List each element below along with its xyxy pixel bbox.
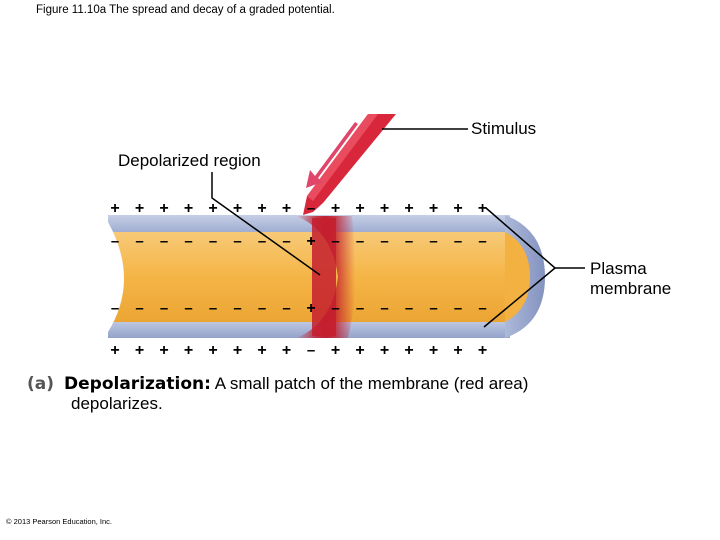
plasma-membrane-label: Plasma membrane	[590, 259, 672, 299]
positive-charge: +	[429, 200, 438, 217]
positive-charge: +	[184, 200, 193, 217]
positive-charge: +	[208, 200, 217, 217]
positive-charge: +	[478, 342, 487, 359]
negative-charge: –	[380, 233, 388, 250]
positive-charge: +	[380, 200, 389, 217]
positive-charge: +	[429, 342, 438, 359]
panel-letter: (a)	[27, 374, 55, 394]
negative-charge: –	[307, 200, 315, 217]
negative-charge: –	[184, 300, 192, 317]
charges-top-inner: ––––––––+–––––––	[111, 233, 487, 250]
caption-text-line2: depolarizes.	[71, 394, 163, 414]
positive-charge: +	[159, 342, 168, 359]
positive-charge: +	[233, 342, 242, 359]
negative-charge: –	[478, 300, 486, 317]
tube-left-opening	[100, 222, 124, 332]
negative-charge: –	[160, 300, 168, 317]
negative-charge: –	[478, 233, 486, 250]
positive-charge: +	[208, 342, 217, 359]
positive-charge: +	[110, 200, 119, 217]
positive-charge: +	[184, 342, 193, 359]
charges-bottom-inner: ––––––––+–––––––	[111, 300, 487, 317]
negative-charge: –	[405, 233, 413, 250]
axoplasm	[108, 232, 514, 322]
negative-charge: –	[331, 300, 339, 317]
negative-charge: –	[233, 233, 241, 250]
charges-top-outer: ++++++++–+++++++	[110, 200, 487, 217]
negative-charge: –	[356, 233, 364, 250]
charges-bottom-outer: ++++++++–+++++++	[110, 342, 487, 359]
depol-leader-line	[211, 172, 321, 276]
negative-charge: –	[454, 233, 462, 250]
positive-charge: +	[404, 342, 413, 359]
positive-charge: +	[135, 342, 144, 359]
negative-charge: –	[454, 300, 462, 317]
negative-charge: –	[135, 233, 143, 250]
copyright: © 2013 Pearson Education, Inc.	[6, 517, 113, 526]
figure-title: Figure 11.10a The spread and decay of a …	[36, 4, 335, 16]
positive-charge: +	[257, 342, 266, 359]
stimulus-electrode	[303, 114, 396, 215]
positive-charge: +	[453, 342, 462, 359]
positive-charge: +	[306, 233, 315, 250]
membrane-top	[108, 215, 510, 237]
negative-charge: –	[258, 233, 266, 250]
positive-charge: +	[331, 342, 340, 359]
positive-charge: +	[355, 342, 364, 359]
negative-charge: –	[356, 300, 364, 317]
positive-charge: +	[306, 300, 315, 317]
negative-charge: –	[160, 233, 168, 250]
negative-charge: –	[258, 300, 266, 317]
depolarized-region-label: Depolarized region	[118, 151, 261, 170]
positive-charge: +	[331, 200, 340, 217]
positive-charge: +	[233, 200, 242, 217]
negative-charge: –	[405, 300, 413, 317]
negative-charge: –	[429, 300, 437, 317]
tube-right-inner	[505, 232, 530, 322]
stimulus-arrow	[306, 122, 358, 188]
negative-charge: –	[282, 233, 290, 250]
positive-charge: +	[257, 200, 266, 217]
negative-charge: –	[331, 233, 339, 250]
positive-charge: +	[110, 342, 119, 359]
stimulus-electrode-shade	[307, 114, 378, 201]
positive-charge: +	[380, 342, 389, 359]
caption-heading: Depolarization:	[64, 374, 211, 394]
positive-charge: +	[478, 200, 487, 217]
stimulus-label: Stimulus	[471, 119, 537, 138]
negative-charge: –	[111, 233, 119, 250]
negative-charge: –	[233, 300, 241, 317]
negative-charge: –	[282, 300, 290, 317]
negative-charge: –	[135, 300, 143, 317]
plasma-leader-line-bottom	[483, 267, 556, 328]
negative-charge: –	[429, 233, 437, 250]
negative-charge: –	[307, 342, 315, 359]
positive-charge: +	[404, 200, 413, 217]
positive-charge: +	[355, 200, 364, 217]
positive-charge: +	[135, 200, 144, 217]
depolarized-patch	[296, 216, 356, 338]
depolarized-core	[312, 218, 336, 336]
positive-charge: +	[159, 200, 168, 217]
positive-charge: +	[282, 342, 291, 359]
figure-caption: (a) Depolarization: A small patch of the …	[27, 374, 528, 415]
negative-charge: –	[184, 233, 192, 250]
positive-charge: +	[282, 200, 291, 217]
negative-charge: –	[209, 300, 217, 317]
negative-charge: –	[111, 300, 119, 317]
membrane-bottom	[108, 318, 510, 338]
negative-charge: –	[380, 300, 388, 317]
caption-text-line1: A small patch of the membrane (red area)	[214, 374, 529, 393]
negative-charge: –	[209, 233, 217, 250]
positive-charge: +	[453, 200, 462, 217]
